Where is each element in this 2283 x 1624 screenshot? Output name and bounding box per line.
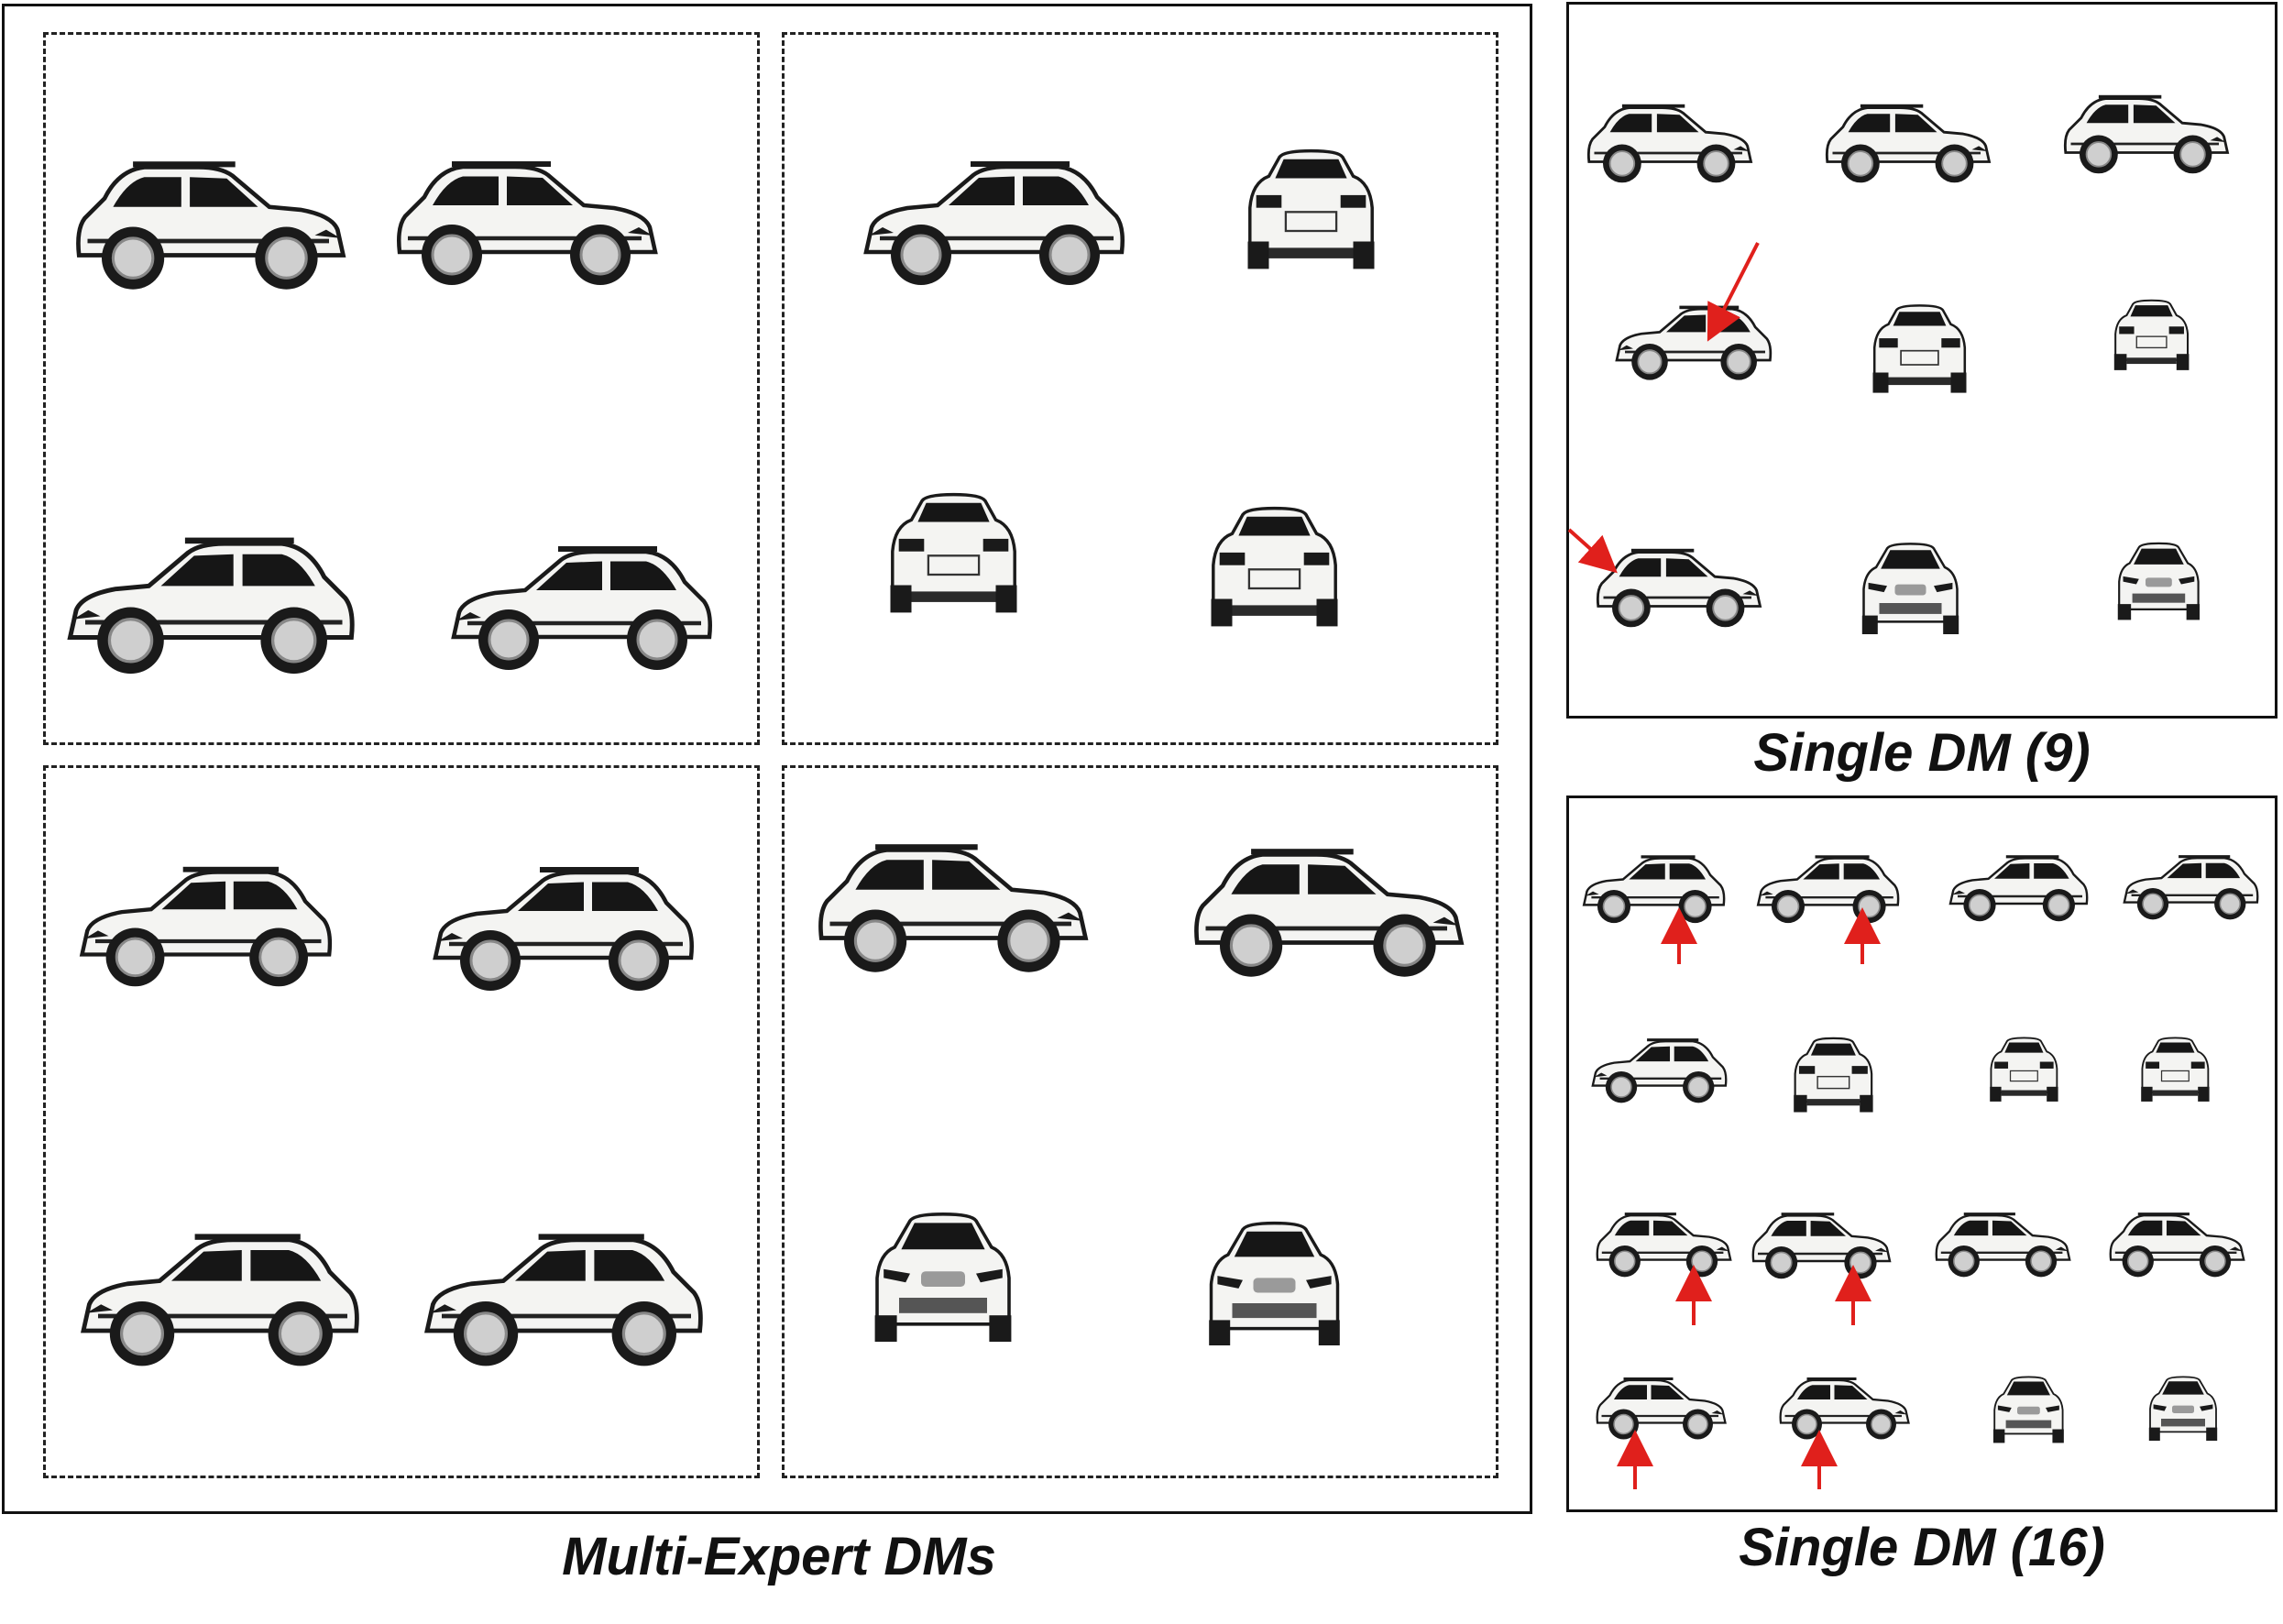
car-side-icon — [78, 161, 343, 289]
car-side-icon — [399, 161, 655, 285]
car-front-icon — [2116, 542, 2201, 621]
multi-expert-quadrant-2 — [782, 32, 1498, 745]
car-side-icon — [83, 1234, 357, 1366]
car-side-icon — [1825, 103, 1991, 184]
multi-expert-caption: Multi-Expert DMs — [562, 1527, 996, 1586]
car-front-icon — [1860, 543, 1960, 636]
car-rear-icon — [1246, 148, 1377, 271]
car-side-icon — [435, 867, 692, 991]
car-side-icon — [1582, 854, 1726, 925]
car-side-icon — [1756, 854, 1900, 925]
car-rear-icon — [2140, 1037, 2211, 1103]
single-dm-16-grid — [1582, 853, 2259, 1444]
car-side-icon — [866, 161, 1123, 285]
car-side-icon — [1596, 547, 1762, 629]
car-front-icon — [2147, 1376, 2219, 1442]
car-side-icon — [820, 844, 1085, 971]
red-arrow-icon — [1567, 528, 1618, 574]
car-side-icon — [1935, 1211, 2071, 1278]
car-side-icon — [2109, 1211, 2245, 1278]
car-side-icon — [1196, 849, 1461, 976]
car-side-icon — [1751, 1211, 1892, 1280]
car-front-icon — [873, 1213, 1014, 1344]
car-side-icon — [2123, 853, 2259, 921]
car-side-icon — [1779, 1376, 1910, 1441]
car-side-icon — [454, 546, 710, 670]
car-front-icon — [1992, 1376, 2065, 1444]
single-dm-9-caption: Single DM (9) — [1753, 723, 2091, 783]
car-side-icon — [71, 538, 353, 675]
car-front-icon — [1207, 1221, 1342, 1347]
multi-expert-quadrant-3 — [43, 765, 760, 1478]
car-side-icon — [1596, 1376, 1727, 1441]
car-rear-icon — [1209, 506, 1340, 629]
car-side-icon — [1586, 103, 1752, 184]
car-side-icon — [1596, 1211, 1732, 1278]
car-side-icon — [1591, 1037, 1728, 1104]
car-side-icon — [1948, 854, 2089, 923]
single-dm-16-caption: Single DM (16) — [1739, 1518, 2105, 1577]
car-side-icon — [82, 867, 330, 987]
car-side-icon — [1615, 304, 1773, 381]
multi-expert-quadrant-4 — [782, 765, 1498, 1478]
car-rear-icon — [1871, 304, 1968, 394]
single-dm-9-grid — [1586, 93, 2229, 636]
multi-expert-quadrant-1 — [43, 32, 760, 745]
car-rear-icon — [2113, 299, 2190, 371]
car-side-icon — [427, 1234, 700, 1366]
car-rear-icon — [1989, 1037, 2059, 1103]
red-arrow-icon — [1707, 242, 1760, 342]
car-rear-icon — [1793, 1037, 1874, 1114]
car-rear-icon — [888, 492, 1019, 615]
car-side-icon — [2063, 93, 2229, 175]
